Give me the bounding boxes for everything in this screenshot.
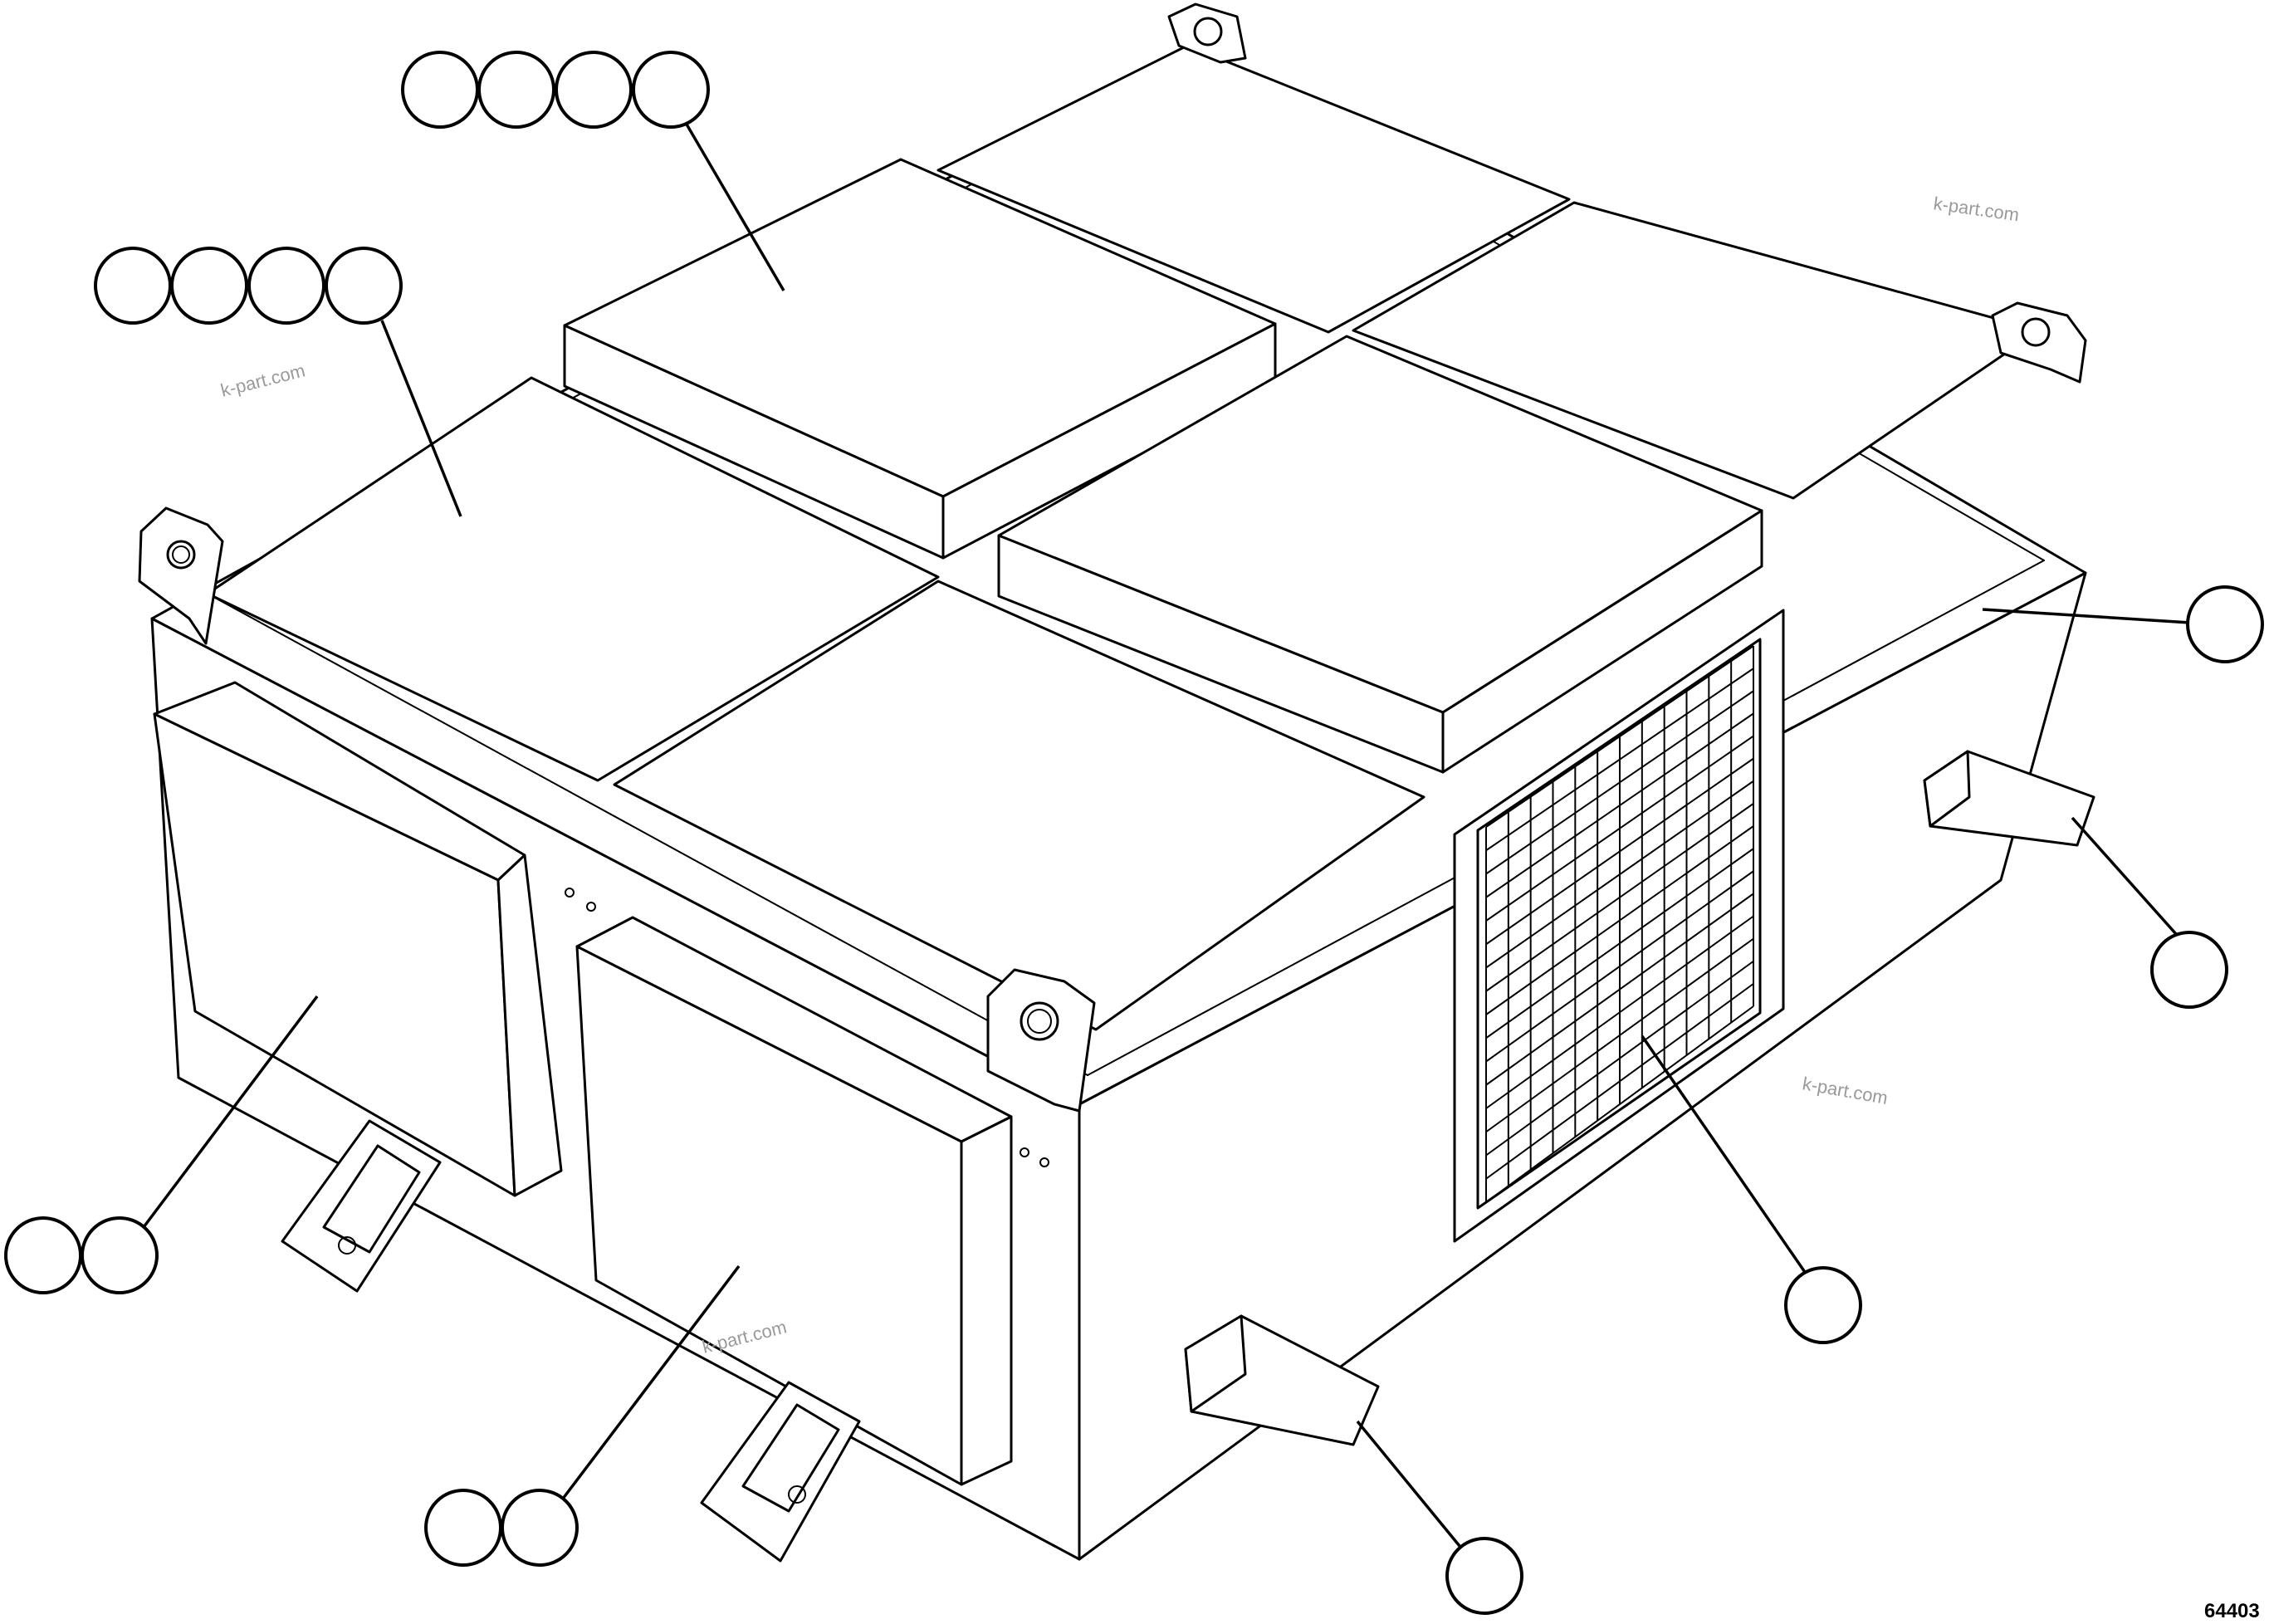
- drawing-number: 64403: [2204, 1600, 2260, 1622]
- grille-bar: [1485, 803, 1754, 992]
- callout-ventilation-grille: [1641, 1035, 1862, 1344]
- ventilation-grille: [1453, 609, 1785, 1243]
- callout-front-right-cover: [424, 1264, 741, 1567]
- mount-foot-right: [700, 1381, 861, 1563]
- top-cover-front-left: [206, 376, 940, 782]
- grille-bar: [1485, 870, 1754, 1063]
- callout-bubble: [4, 1216, 82, 1294]
- mount-bracket-front: [1184, 1314, 1380, 1446]
- callout-top-back-cover: [401, 51, 785, 291]
- leader-line: [1356, 1420, 1461, 1548]
- top-cover-back-center: [936, 44, 1571, 334]
- callout-bubble: [247, 247, 325, 325]
- top-cover-front-center: [613, 580, 1425, 1031]
- front-cover-left: [153, 681, 563, 1197]
- top-rim-front-line: [207, 593, 1088, 1076]
- callout-bubble: [477, 51, 555, 129]
- mount-foot-left: [281, 1119, 442, 1293]
- callout-bubble: [501, 1489, 579, 1567]
- callout-front-left-cover: [4, 995, 319, 1294]
- grille-bar: [1485, 983, 1754, 1180]
- callout-bubble: [401, 51, 479, 129]
- lifting-eye-right: [1991, 301, 2087, 384]
- callout-bubble: [81, 1216, 159, 1294]
- leader-line: [1982, 608, 2191, 624]
- callout-bubble: [1445, 1537, 1523, 1615]
- leader-line: [139, 995, 319, 1232]
- mount-bracket-rear: [1923, 750, 2095, 847]
- top-covers: [206, 44, 2041, 1031]
- callout-top-left-cover: [94, 247, 462, 517]
- grille-bar: [1485, 690, 1754, 875]
- front-bolts: [565, 888, 1049, 1167]
- callout-bubble: [2150, 931, 2228, 1009]
- callout-rear-mount-bracket: [2071, 816, 2228, 1009]
- grille-bar: [1485, 780, 1754, 969]
- lifting-eye-front: [986, 968, 1096, 1113]
- watermark-text: k-part.com: [1801, 1073, 1890, 1108]
- leader-line: [1641, 1035, 1810, 1278]
- watermark-text: k-part.com: [1932, 193, 2020, 225]
- callout-bubble: [325, 247, 403, 325]
- callout-bubble: [1784, 1266, 1862, 1344]
- grille-bar: [1485, 668, 1754, 852]
- leader-line: [380, 320, 462, 517]
- grille-mesh: [1485, 645, 1754, 1203]
- grille-bar: [1485, 825, 1754, 1015]
- top-cover-back-left: [563, 158, 1277, 560]
- leader-line: [684, 122, 785, 291]
- top-cover-front-right: [997, 335, 1763, 774]
- lifting-eye-left: [138, 506, 224, 645]
- grille-bar: [1485, 960, 1754, 1157]
- lifting-eye-back: [1167, 2, 1247, 64]
- grille-bar: [1485, 712, 1754, 898]
- leader-line: [561, 1264, 741, 1500]
- grille-bar: [1485, 893, 1754, 1086]
- grille-bar: [1485, 915, 1754, 1109]
- grille-bar: [1485, 1005, 1754, 1203]
- callout-bubble: [555, 51, 633, 129]
- callout-bubble: [170, 247, 248, 325]
- watermark-text: k-part.com: [218, 360, 307, 400]
- grille-bar: [1485, 848, 1754, 1039]
- front-cover-right: [575, 916, 1013, 1486]
- callout-bubble: [94, 247, 172, 325]
- callout-bubble: [632, 51, 710, 129]
- leader-line: [2071, 816, 2185, 944]
- callout-bubble: [2186, 585, 2264, 663]
- callout-side-panel: [1982, 585, 2264, 663]
- grille-bar: [1485, 757, 1754, 946]
- callout-front-mount-bracket: [1356, 1420, 1523, 1615]
- grille-bar: [1485, 735, 1754, 922]
- grille-bar: [1485, 645, 1754, 828]
- callout-bubble: [424, 1489, 502, 1567]
- grille-bar: [1485, 937, 1754, 1133]
